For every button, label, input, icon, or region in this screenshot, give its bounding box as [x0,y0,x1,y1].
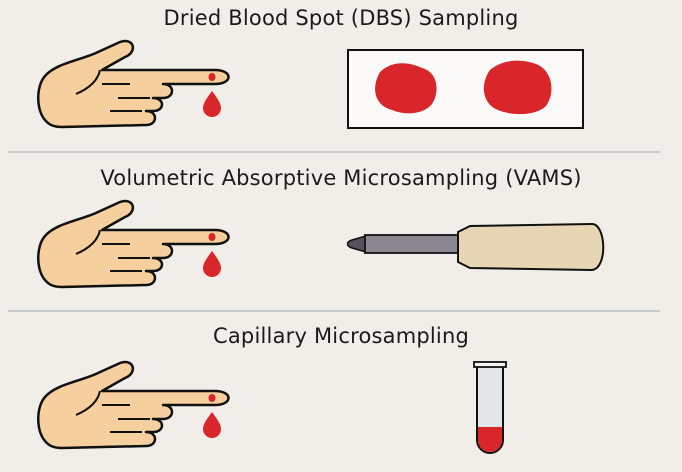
finger-prick-hand-icon [37,360,230,450]
section-title-capillary: Capillary Microsampling [213,324,469,348]
section-title-vams: Volumetric Absorptive Microsampling (VAM… [100,166,582,190]
vams-sampler-icon [346,223,605,271]
dbs-card-icon [347,49,584,129]
finger-prick-hand-icon [37,39,230,129]
finger-prick-hand-icon [37,199,230,289]
capillary-tube-icon [473,361,507,454]
section-title-dbs: Dried Blood Spot (DBS) Sampling [163,6,519,30]
